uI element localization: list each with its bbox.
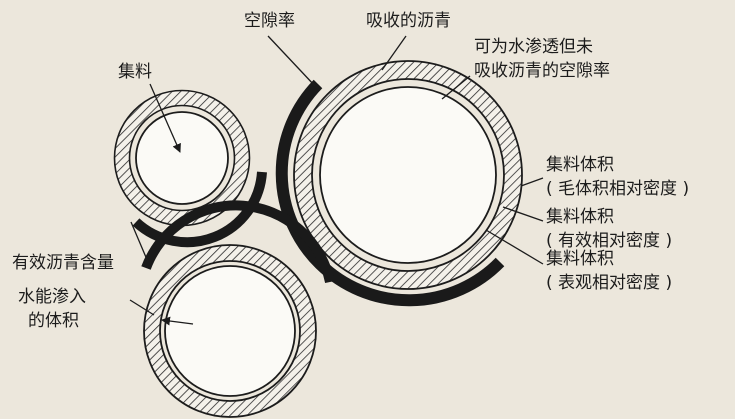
bottom-particle-asphalt-film xyxy=(141,200,335,284)
label-effective-volume-line2: ( 有效相对密度 ) xyxy=(546,231,672,251)
small-particle-core xyxy=(135,111,229,205)
label-permeable-void-line1: 可为水渗透但未 xyxy=(474,37,593,57)
label-bulk-volume-line2: ( 毛体积相对密度 ) xyxy=(546,179,689,199)
large-particle-core xyxy=(319,86,497,264)
large-particle-hatched-ring xyxy=(294,61,522,289)
leader-bulk-volume xyxy=(520,177,544,187)
label-void-ratio: 空隙率 xyxy=(244,11,295,31)
label-permeable-void-line2: 吸收沥青的空隙率 xyxy=(474,61,610,81)
leader-effective-volume xyxy=(502,206,544,222)
leader-aggregate xyxy=(149,83,181,153)
leader-void-ratio xyxy=(267,35,316,87)
leader-inner-pore xyxy=(161,316,194,326)
bottom-particle-hatched-ring xyxy=(144,245,316,417)
label-effective-volume-line1: 集料体积 xyxy=(546,207,614,227)
leader-permeable-void xyxy=(441,75,471,100)
leader-effective-asphalt xyxy=(130,221,149,263)
bottom-particle-core xyxy=(164,265,296,397)
label-water-permeable-line1: 水能渗入 xyxy=(18,287,86,307)
label-absorbed-asphalt: 吸收的沥青 xyxy=(366,11,451,31)
leader-absorbed-asphalt xyxy=(381,35,407,71)
label-effective-asphalt: 有效沥青含量 xyxy=(12,253,114,273)
label-aggregate: 集料 xyxy=(118,62,152,82)
label-bulk-volume-line1: 集料体积 xyxy=(546,155,614,175)
label-apparent-volume-line1: 集料体积 xyxy=(546,249,614,269)
bottom-aggregate-particle xyxy=(141,200,335,418)
leader-apparent-volume xyxy=(485,229,544,265)
label-water-permeable-line2: 的体积 xyxy=(28,311,79,331)
leader-water-permeable xyxy=(129,299,155,316)
label-apparent-volume-line2: ( 表观相对密度 ) xyxy=(546,273,672,293)
large-aggregate-particle xyxy=(275,60,523,307)
small-particle-asphalt-film xyxy=(132,171,267,248)
